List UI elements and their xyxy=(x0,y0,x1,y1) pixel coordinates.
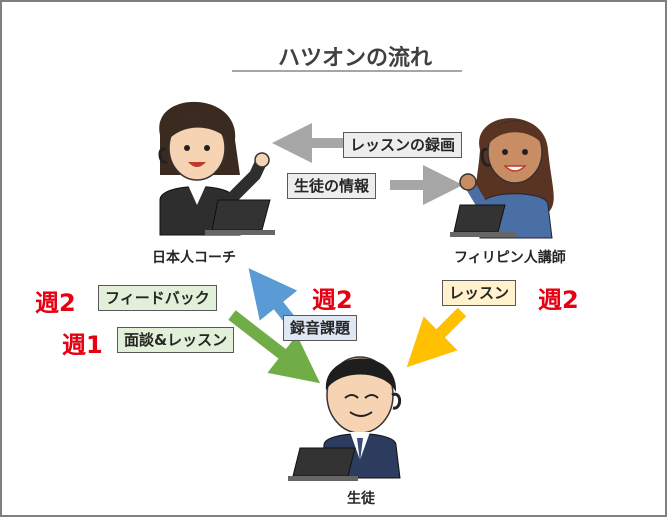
student-illustration xyxy=(288,356,402,481)
teacher-illustration xyxy=(450,118,554,239)
arrow-green xyxy=(228,310,321,384)
person-student: 生徒 xyxy=(347,491,375,507)
coach-illustration xyxy=(158,101,275,236)
person-coach: 日本人コーチ xyxy=(152,250,236,266)
label-lesson: レッスン xyxy=(442,280,517,306)
label-lesson-recording: レッスンの録画 xyxy=(343,132,463,158)
week-feedback: 週2 xyxy=(35,289,76,317)
title-underline xyxy=(232,70,462,72)
week-interview: 週1 xyxy=(62,331,103,359)
week-recording-task: 週2 xyxy=(312,286,353,314)
label-student-info: 生徒の情報 xyxy=(287,173,377,199)
label-recording-task: 録音課題 xyxy=(283,315,358,341)
person-teacher: フィリピン人講師 xyxy=(454,250,566,266)
arrow-yellow xyxy=(406,307,467,368)
week-lesson: 週2 xyxy=(538,286,579,314)
label-feedback: フィードバック xyxy=(98,285,217,311)
diagram-title: ハツオンの流れ xyxy=(277,46,432,71)
label-interview-lesson: 面談&レッスン xyxy=(117,327,235,353)
